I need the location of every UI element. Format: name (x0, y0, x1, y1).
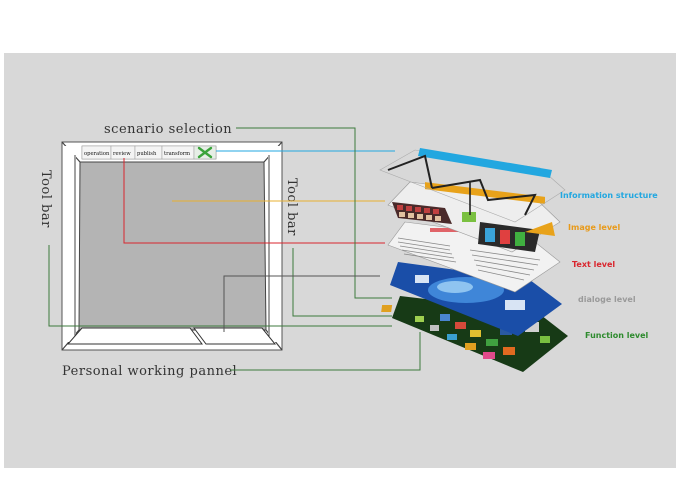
personal-working-panel-label: Personal working pannel (62, 364, 237, 379)
tab-transform[interactable]: transform (161, 145, 195, 160)
green-connector-scenario (236, 127, 392, 299)
tab-operation[interactable]: operation (81, 145, 112, 160)
tab-label: review (113, 151, 131, 157)
level-label-dialog: dialoge level (578, 295, 636, 304)
scenario-selection-label: scenario selection (104, 122, 232, 137)
level-labels: Information structure Image level Text l… (560, 191, 658, 340)
green-connector-right-toolbar (292, 248, 392, 317)
personal-working-panel-right (193, 327, 277, 345)
red-connector (123, 158, 385, 244)
personal-working-panel-left (66, 327, 203, 345)
level-label-image: Image level (568, 223, 620, 232)
tab-label: operation (84, 151, 110, 157)
tool-bar-left-label: Tool bar (38, 170, 53, 228)
interface-mockup: operation review publish transform (61, 141, 283, 351)
level-label-text: Text level (572, 260, 615, 269)
tab-review[interactable]: review (110, 145, 136, 160)
level-label-information-structure: Information structure (560, 191, 658, 200)
image-layer (387, 181, 561, 253)
green-connector-panel-label (230, 332, 421, 371)
level-label-function: Function level (585, 331, 649, 340)
left-tool-bar-strip (64, 146, 76, 342)
mockup-inner-box (78, 161, 267, 331)
tool-bar-right-label: Tool bar (284, 178, 299, 236)
connector-lines (48, 127, 421, 371)
dark-connector-panel (223, 275, 380, 332)
layer-stack (379, 148, 568, 372)
green-connector-left-toolbar (48, 245, 392, 327)
right-tool-bar-strip (268, 146, 280, 342)
tab-add-icon[interactable] (193, 145, 217, 160)
tab-label: publish (137, 151, 157, 157)
tab-label: transform (164, 151, 190, 157)
information-layer (379, 148, 566, 223)
tab-publish[interactable]: publish (134, 145, 163, 160)
